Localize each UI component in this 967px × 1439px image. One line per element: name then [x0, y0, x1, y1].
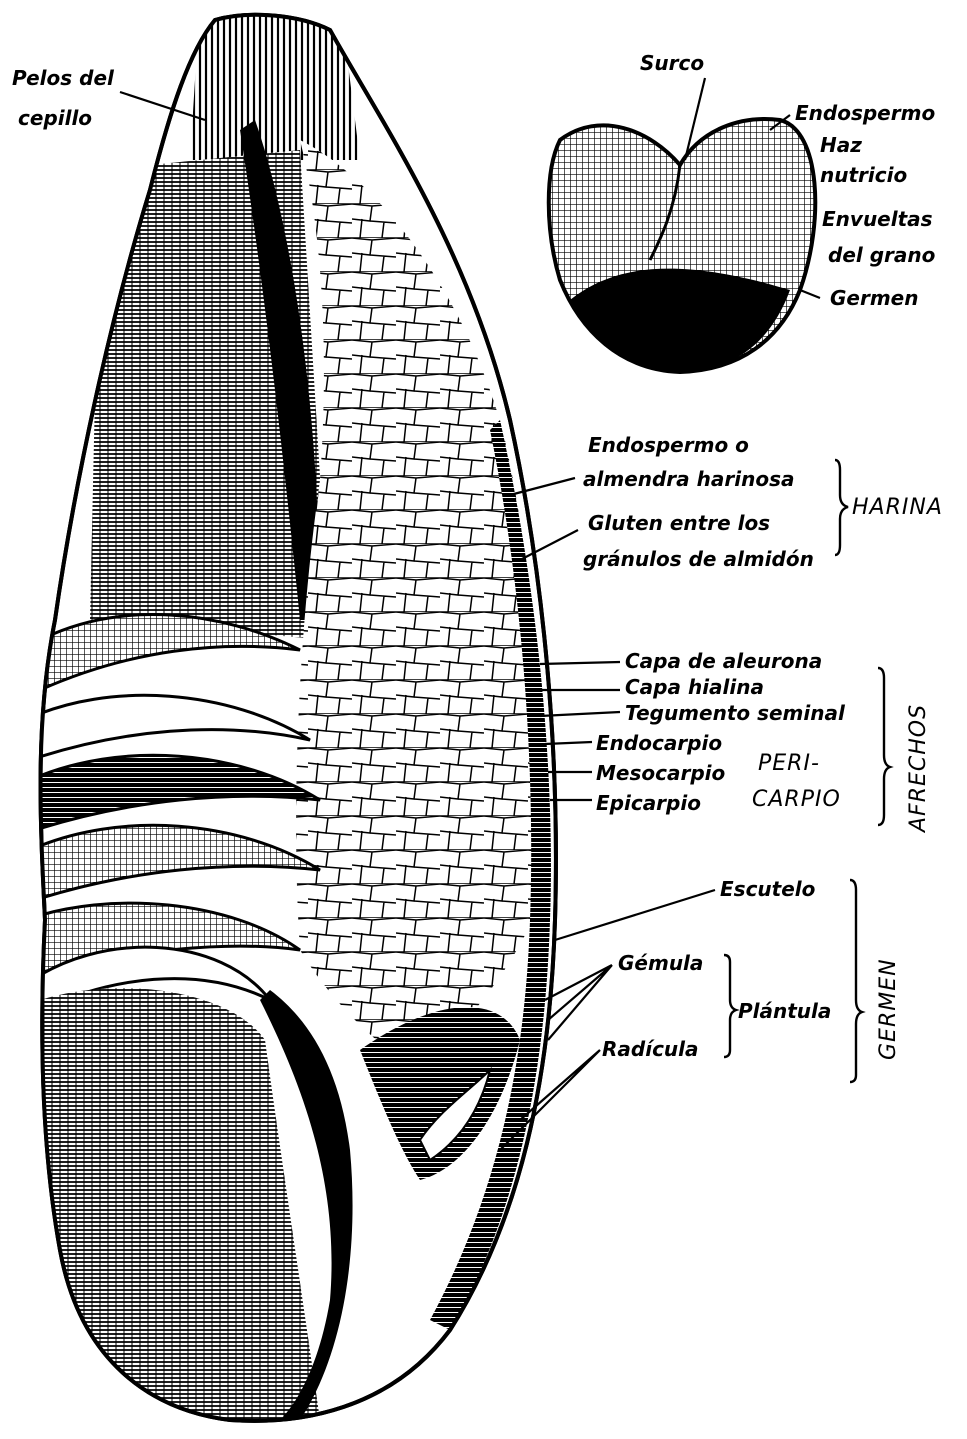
group-afrechos: AFRECHOS: [906, 704, 931, 834]
brush-hairs: [190, 0, 360, 160]
group-pericarpio-line1: PERI-: [758, 751, 820, 776]
label-epicarpio: Epicarpio: [596, 791, 701, 815]
label-endospermo-line2: almendra harinosa: [583, 467, 794, 491]
label-endospermo-line1: Endospermo o: [588, 433, 749, 457]
label-endospermo-small: Endospermo: [795, 101, 935, 125]
label-envueltas-line1: Envueltas: [822, 207, 933, 231]
label-aleurona: Capa de aleurona: [625, 649, 822, 673]
grain-cross-section: [549, 119, 816, 372]
group-germen: GERMEN: [876, 958, 901, 1060]
grain-longitudinal-section: [25, 0, 556, 1421]
label-haz-line1: Haz: [820, 133, 862, 157]
group-pericarpio-line2: CARPIO: [752, 787, 841, 812]
label-pelos-line1: Pelos del: [12, 66, 115, 90]
label-pelos-line2: cepillo: [18, 106, 92, 130]
label-escutelo: Escutelo: [720, 877, 816, 901]
label-germen-small: Germen: [830, 286, 919, 310]
label-hialina: Capa hialina: [625, 675, 764, 699]
label-mesocarpio: Mesocarpio: [596, 761, 725, 785]
label-radicula: Radícula: [602, 1037, 699, 1061]
label-gemula: Gémula: [618, 951, 703, 975]
group-labels: HARINA PERI- CARPIO AFRECHOS GERMEN: [752, 495, 943, 1060]
label-haz-line2: nutricio: [820, 163, 907, 187]
endosperm-cells: [296, 140, 542, 1070]
group-harina: HARINA: [852, 495, 943, 520]
label-surco: Surco: [640, 51, 704, 75]
label-gluten-line1: Gluten entre los: [588, 511, 770, 535]
label-envueltas-line2: del grano: [828, 243, 936, 267]
label-gluten-line2: gránulos de almidón: [583, 547, 814, 571]
label-tegumento: Tegumento seminal: [625, 701, 846, 725]
label-endocarpio: Endocarpio: [596, 731, 722, 755]
label-plantula: Plántula: [738, 999, 831, 1023]
